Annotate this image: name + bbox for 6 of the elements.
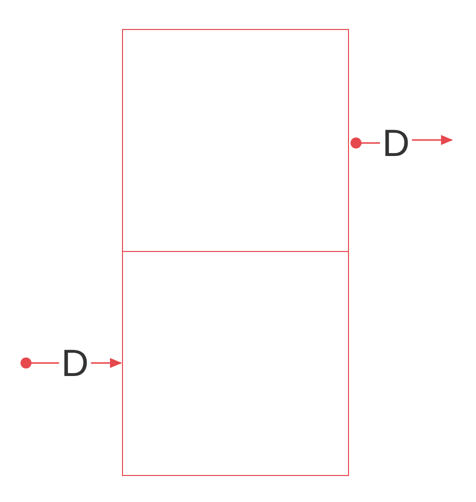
signal-label: D	[382, 125, 410, 163]
signal-label: D	[61, 345, 89, 383]
arrow	[412, 135, 453, 145]
rectangle-box	[122, 29, 349, 252]
arrow	[91, 358, 122, 368]
rectangle-box	[122, 251, 349, 476]
